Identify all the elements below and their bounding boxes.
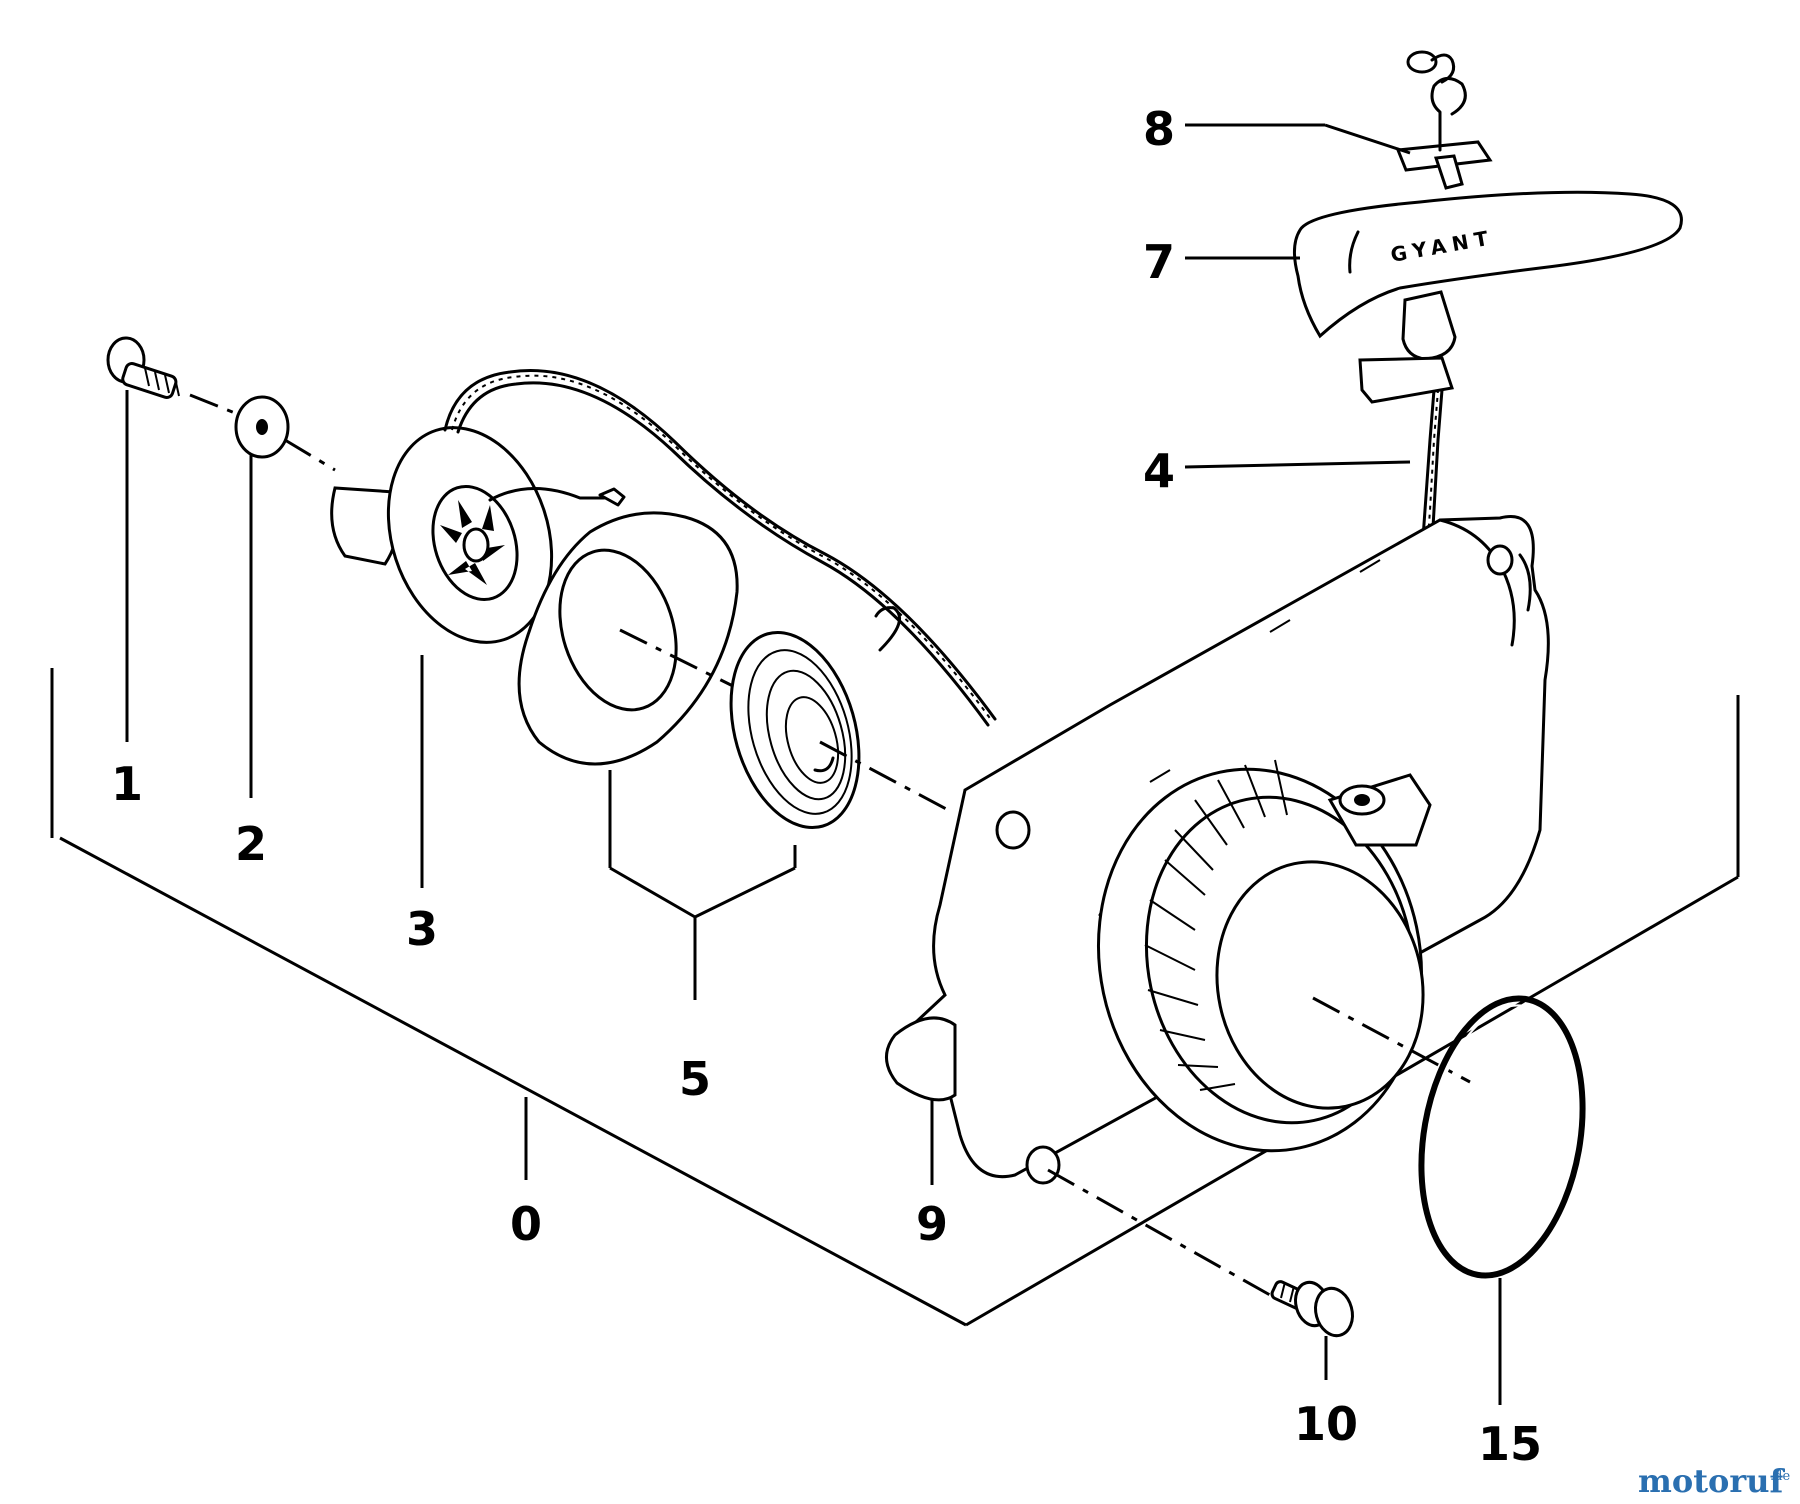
part-5-spring-set: [517, 511, 953, 1000]
callout-5: 5: [679, 1052, 711, 1106]
part-7-handle: GYANT: [1293, 190, 1683, 404]
callout-4: 4: [1143, 444, 1175, 498]
part-1-screw: [106, 336, 236, 742]
part-9-starter-housing: [885, 515, 1550, 1297]
part-10-bolt: [1270, 1280, 1354, 1380]
callout-3: 3: [406, 902, 438, 956]
callout-2: 2: [235, 817, 267, 871]
callout-8: 8: [1143, 102, 1175, 156]
callout-1: 1: [111, 757, 143, 811]
callout-labels: 1 2 3 5 0 9 10 15 8 7 4: [111, 102, 1542, 1471]
upper-leaders: [1184, 123, 1411, 469]
callout-7: 7: [1143, 235, 1175, 289]
part-2-washer: [234, 395, 336, 798]
callout-9: 9: [916, 1197, 948, 1251]
callout-15: 15: [1478, 1417, 1542, 1471]
callout-10: 10: [1294, 1397, 1358, 1451]
callout-0: 0: [510, 1197, 542, 1251]
part-3-pulley: [330, 426, 626, 888]
watermark-suffix: .de: [1770, 1469, 1790, 1484]
watermark-logo: motoruf .de: [1638, 1462, 1790, 1500]
watermark-main: motoruf: [1638, 1462, 1785, 1500]
part-8-handle-insert: [1395, 50, 1493, 190]
part-15-o-ring: [1418, 995, 1586, 1405]
